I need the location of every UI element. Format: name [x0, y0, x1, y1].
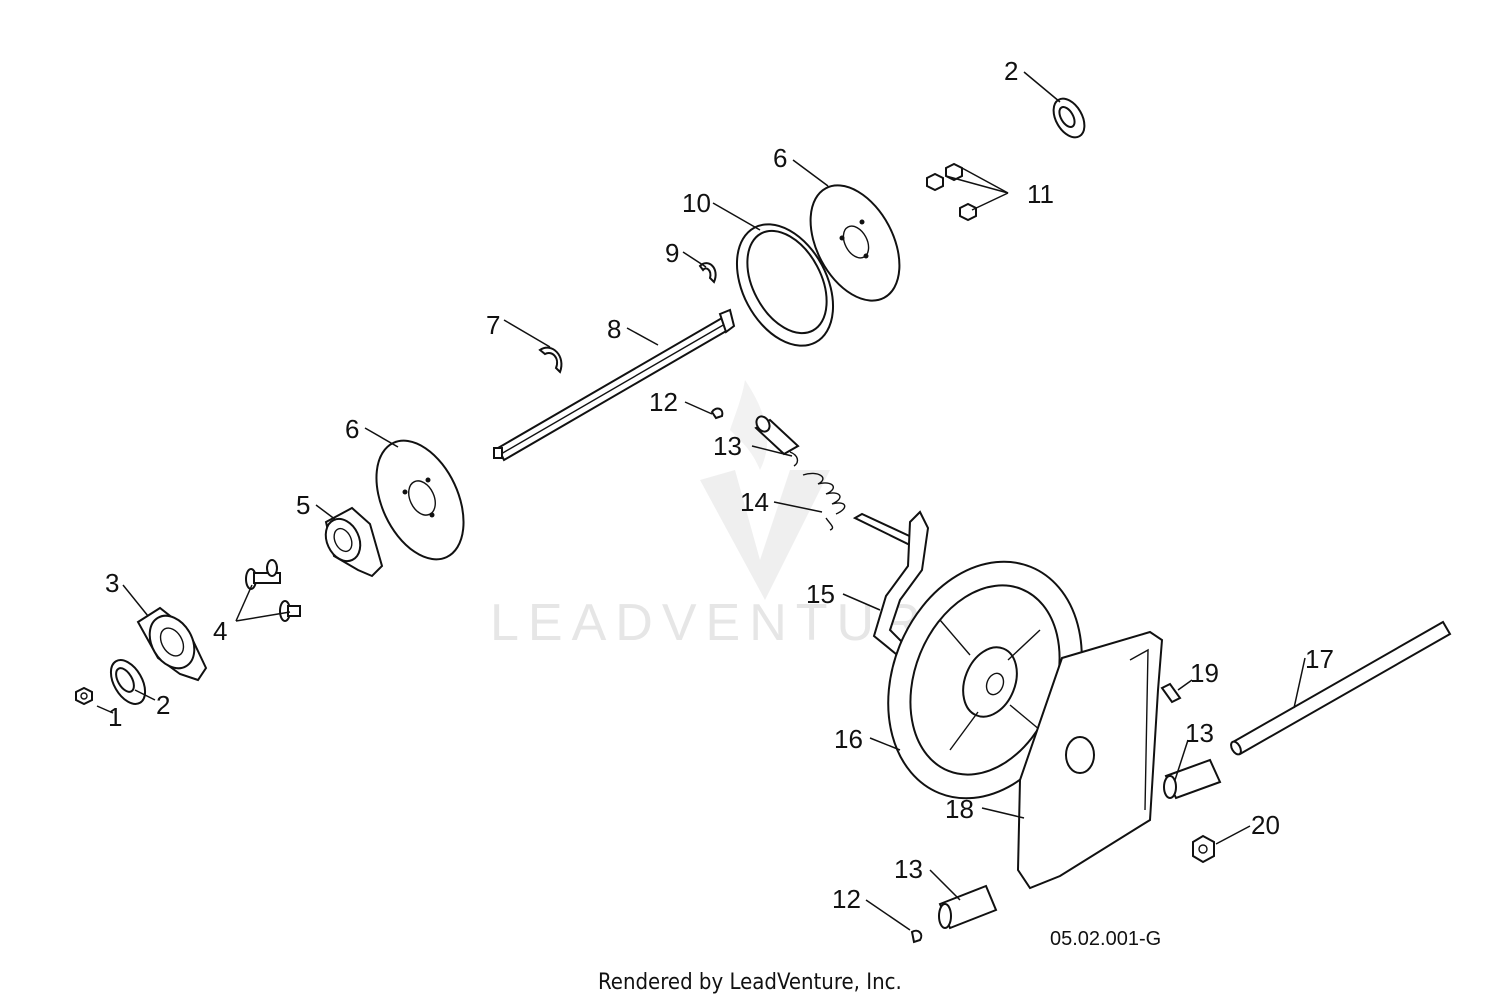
- label-part-11: 11: [1027, 179, 1054, 209]
- label-part-5: 5: [296, 490, 310, 520]
- part-15-shift-lever: [852, 510, 930, 656]
- part-12-cotter-pin-upper: [710, 407, 724, 420]
- part-4-carriage-bolts: [245, 559, 301, 622]
- part-13-spacer-upper: [754, 415, 800, 456]
- part-9-clip: [698, 262, 717, 284]
- part-6-drive-disc-upper: [809, 184, 901, 302]
- part-3-bearing-flange: [136, 606, 208, 682]
- label-part-12-upper: 12: [649, 387, 678, 417]
- part-13-spacer-lower: [938, 884, 998, 930]
- part-14-extension-spring: [789, 451, 846, 531]
- part-6-drive-disc-lower: [375, 439, 465, 561]
- label-part-16: 16: [834, 724, 863, 754]
- label-part-7: 7: [486, 310, 500, 340]
- part-13-spacer-middle: [1163, 758, 1222, 800]
- label-part-13-upper: 13: [713, 431, 742, 461]
- label-part-17: 17: [1305, 644, 1334, 674]
- part-18-side-plate: [1016, 630, 1164, 890]
- label-part-2-lower: 2: [156, 690, 170, 720]
- label-part-4: 4: [213, 616, 227, 646]
- watermark-logo-icon: [700, 470, 830, 600]
- part-2-bearing-upper: [1052, 97, 1086, 139]
- part-17-axle-rod: [1230, 620, 1452, 756]
- part-7-e-ring: [538, 346, 563, 374]
- part-20-flange-nut: [1192, 834, 1215, 864]
- part-8-hex-shaft: [493, 308, 736, 462]
- label-part-19: 19: [1190, 658, 1219, 688]
- label-part-9: 9: [665, 238, 679, 268]
- label-part-12-lower: 12: [832, 884, 861, 914]
- label-part-20: 20: [1251, 810, 1280, 840]
- label-part-18: 18: [945, 794, 974, 824]
- part-5-hub-assembly: [324, 506, 384, 578]
- diagram-reference-code: 05.02.001-G: [1050, 928, 1161, 950]
- callout-labels: 1 2 3 4 5 6 7 8 9 10 6 11 2 12 13 14 15 …: [105, 56, 1334, 914]
- part-2-bearing-lower: [109, 659, 147, 705]
- part-1-nut: [75, 686, 93, 706]
- label-part-13-lower: 13: [894, 854, 923, 884]
- label-part-6-upper: 6: [773, 143, 787, 173]
- part-12-cotter-pin-lower: [910, 929, 923, 944]
- label-part-10: 10: [682, 188, 711, 218]
- label-part-2-upper: 2: [1004, 56, 1018, 86]
- label-part-8: 8: [607, 314, 621, 344]
- label-part-1: 1: [108, 702, 122, 732]
- label-part-14: 14: [740, 487, 769, 517]
- footer-credit: Rendered by LeadVenture, Inc.: [598, 970, 902, 995]
- part-19-spring-pin: [1160, 682, 1182, 704]
- label-part-15: 15: [806, 579, 835, 609]
- leader-lines: [96, 71, 1306, 931]
- label-part-6-lower: 6: [345, 414, 359, 444]
- label-part-13-middle: 13: [1185, 718, 1214, 748]
- label-part-3: 3: [105, 568, 119, 598]
